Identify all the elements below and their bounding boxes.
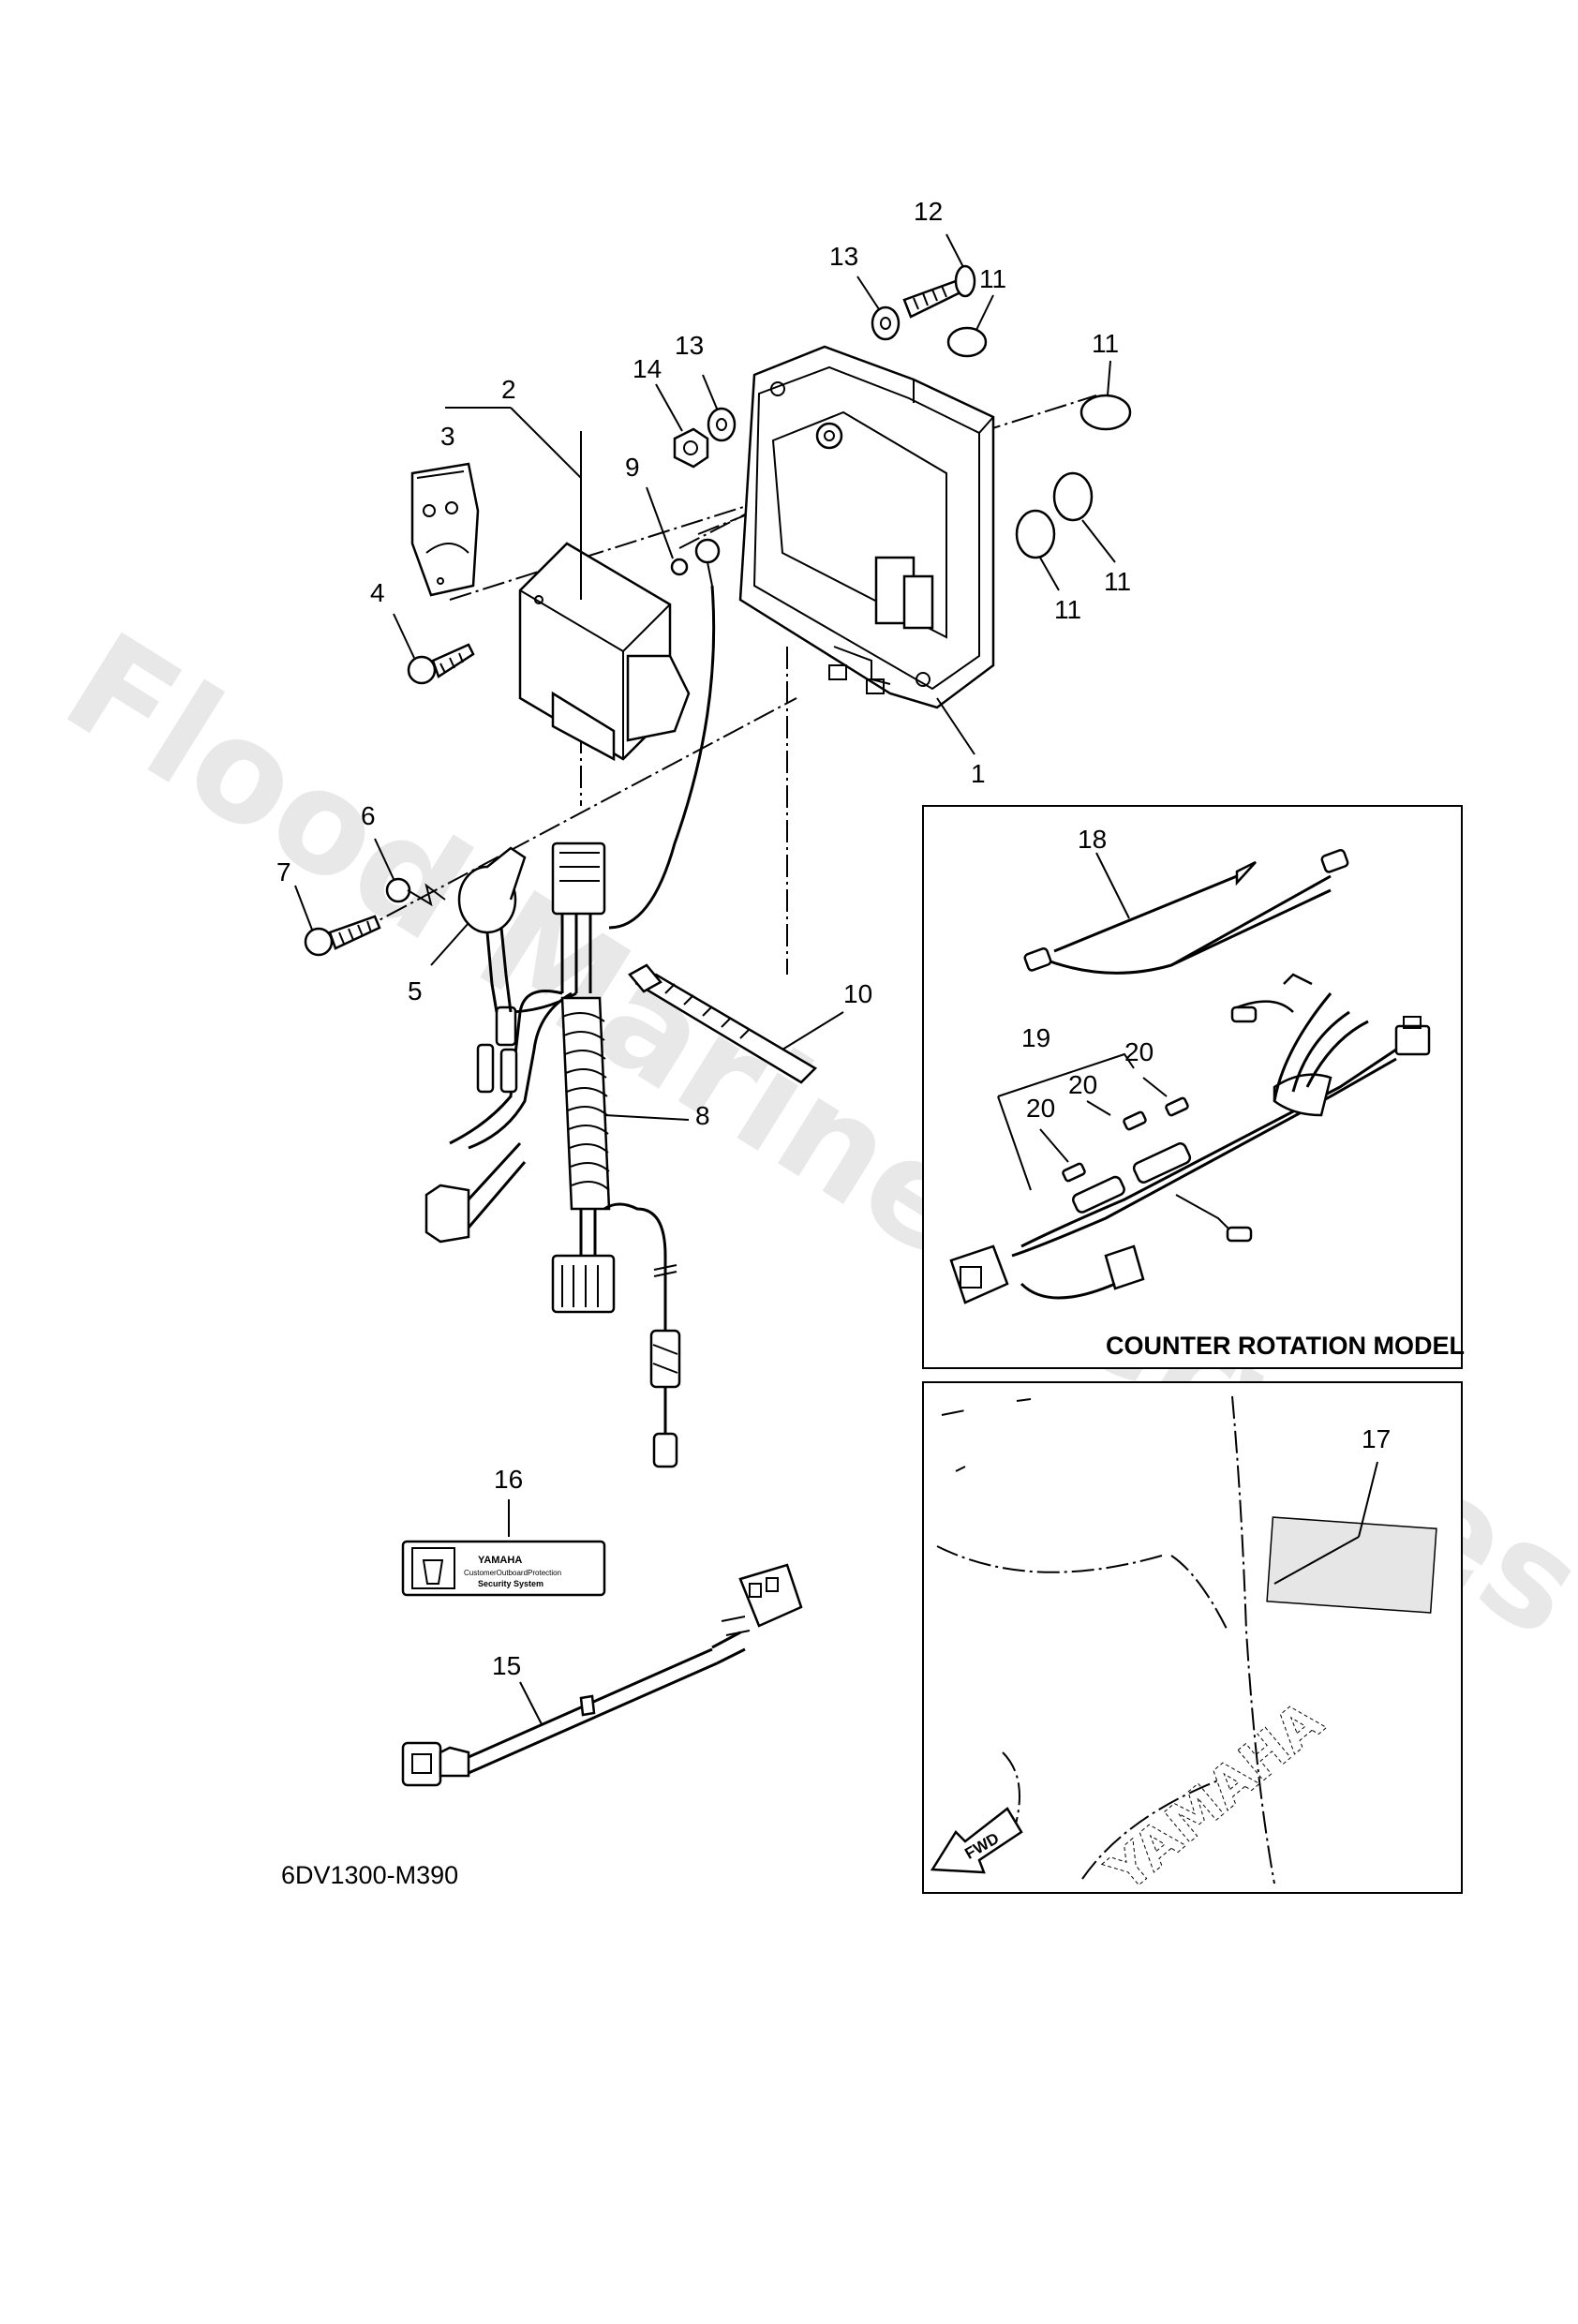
leader-2-3 xyxy=(445,407,582,534)
callout-13b: 13 xyxy=(675,331,704,360)
callout-6: 6 xyxy=(361,801,376,830)
cable-tie-10 xyxy=(628,963,844,1084)
screw-12 xyxy=(902,233,976,319)
o-ring-9 xyxy=(646,486,689,576)
decal-line2: Security System xyxy=(478,1579,543,1588)
decal-16: YAMAHA CustomerOutboardProtection Securi… xyxy=(401,1499,606,1597)
callout-20c: 20 xyxy=(1026,1094,1055,1123)
clamp-6 xyxy=(374,838,446,907)
callout-7: 7 xyxy=(276,857,291,886)
screw-7 xyxy=(294,885,381,957)
screw-4 xyxy=(393,613,475,685)
decal-brand: YAMAHA xyxy=(478,1555,522,1566)
caps-11 xyxy=(946,294,1132,591)
callout-11a: 11 xyxy=(979,264,1006,293)
callout-12: 12 xyxy=(914,197,943,226)
counter-rotation-label: COUNTER ROTATION MODEL xyxy=(1106,1332,1465,1360)
callout-11b: 11 xyxy=(1092,329,1119,358)
callout-14: 14 xyxy=(633,354,662,383)
callout-15: 15 xyxy=(492,1651,521,1680)
ecu-unit xyxy=(518,431,691,762)
extension-harness-15 xyxy=(401,1563,803,1787)
control-box-bracket xyxy=(738,345,995,709)
washer-13b xyxy=(702,374,737,442)
ground-lead xyxy=(608,538,721,930)
drawing-code: 6DV1300-M390 xyxy=(281,1861,458,1889)
nut-14 xyxy=(655,383,709,469)
callout-17: 17 xyxy=(1362,1424,1391,1453)
callout-11c: 11 xyxy=(1104,567,1131,596)
callout-19: 19 xyxy=(1021,1023,1050,1052)
callout-4: 4 xyxy=(370,578,385,607)
callout-2: 2 xyxy=(501,375,516,404)
callout-20a: 20 xyxy=(1124,1037,1154,1066)
callout-8: 8 xyxy=(695,1101,710,1130)
callout-11d: 11 xyxy=(1054,595,1081,624)
callout-10: 10 xyxy=(843,979,872,1008)
counter-rotation-inset: COUNTER ROTATION MODEL xyxy=(922,805,1465,1369)
callout-9: 9 xyxy=(625,453,640,482)
decal-location-inset: YAMAHA FWD xyxy=(922,1381,1463,1905)
washer-13a xyxy=(856,276,901,341)
wire-harness-8 xyxy=(424,842,690,1468)
sensor-5 xyxy=(430,846,527,1013)
callout-13a: 13 xyxy=(829,242,858,271)
callout-labels: 1 2 3 4 5 6 7 8 9 10 11 11 11 11 12 13 1… xyxy=(276,197,1391,1680)
leader-1 xyxy=(936,697,975,755)
decal-line1: CustomerOutboardProtection xyxy=(464,1569,561,1577)
callout-18: 18 xyxy=(1078,825,1107,854)
security-module xyxy=(410,462,480,597)
callout-16: 16 xyxy=(494,1465,523,1494)
callout-20b: 20 xyxy=(1068,1070,1097,1099)
callout-5: 5 xyxy=(408,976,423,1006)
callout-1: 1 xyxy=(971,759,986,788)
callout-3: 3 xyxy=(440,422,455,451)
